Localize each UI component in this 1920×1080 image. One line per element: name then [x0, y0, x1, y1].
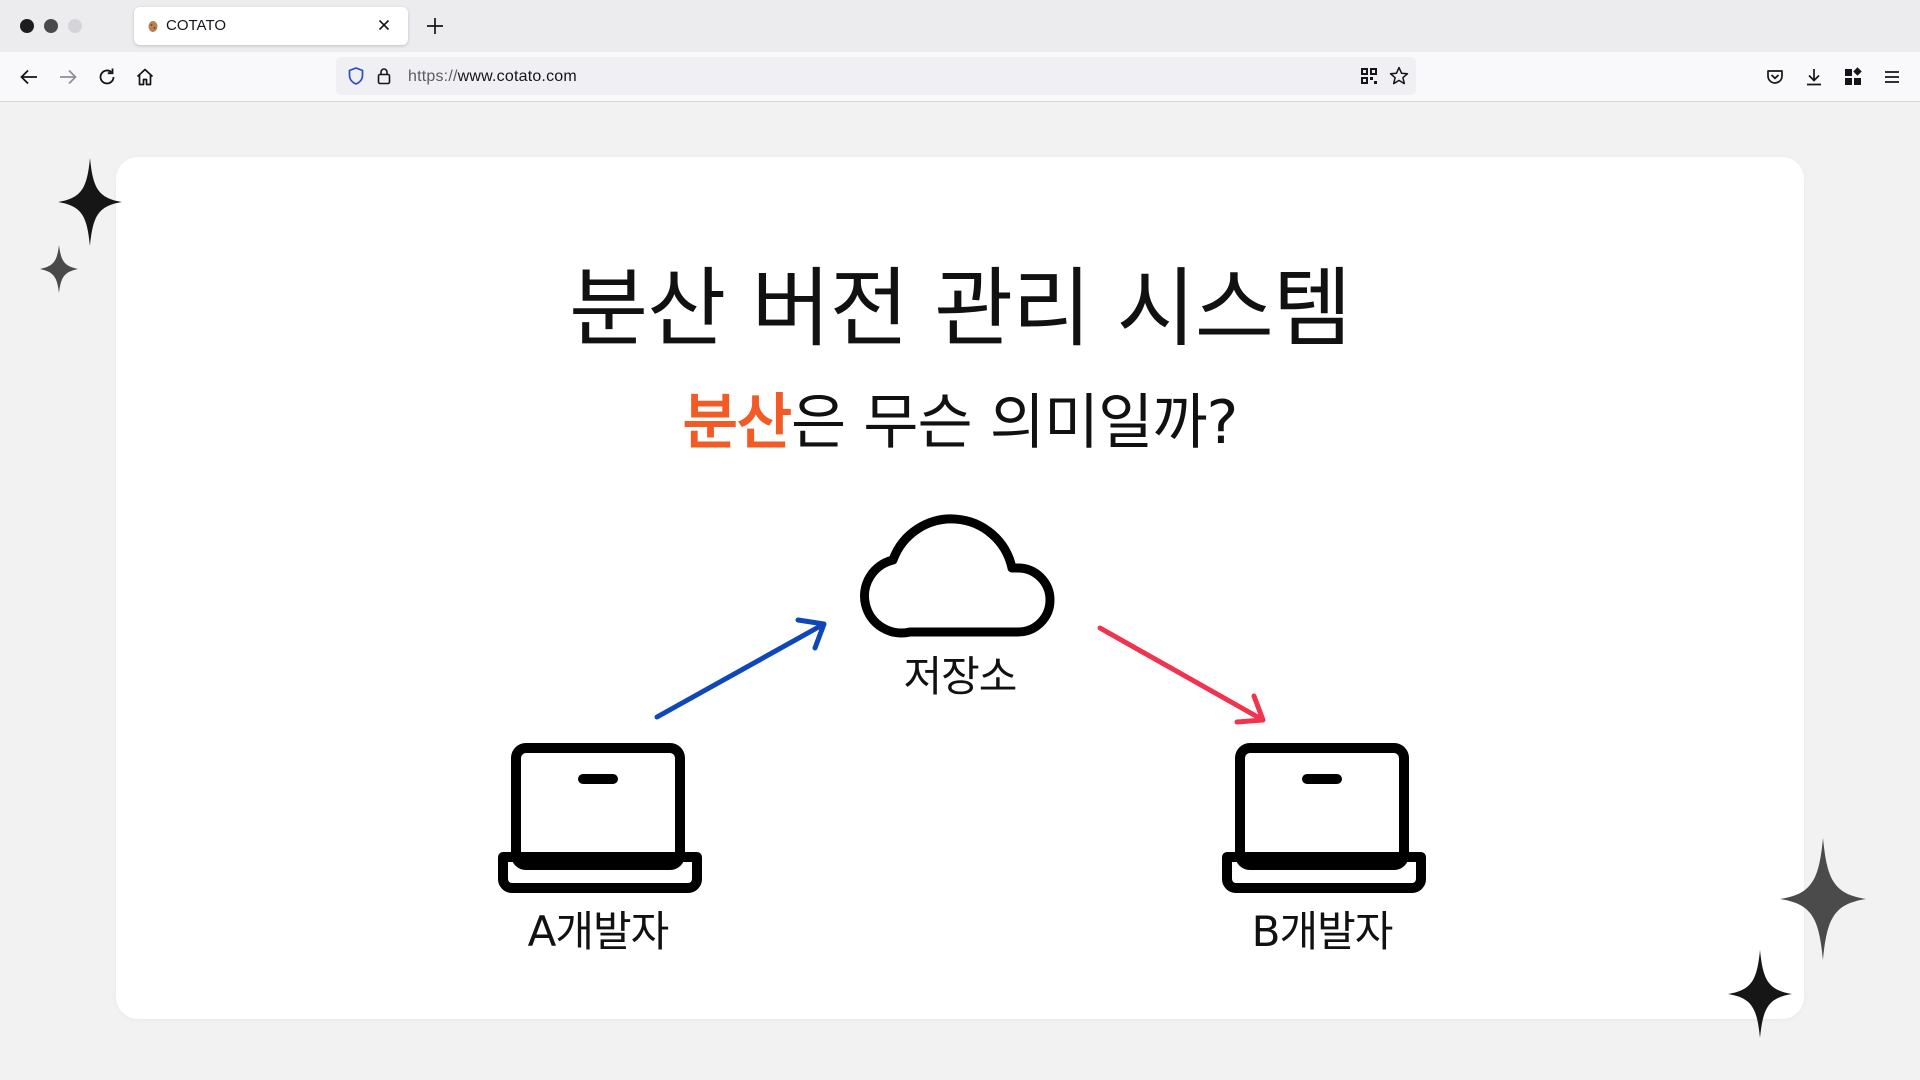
url-text: https://www.cotato.com [408, 68, 577, 86]
sparkle-icon [58, 158, 122, 246]
cloud-icon [858, 498, 1062, 644]
developer-b-label: B개발자 [1251, 907, 1394, 956]
tracking-shield-icon[interactable] [346, 66, 366, 86]
back-arrow-icon[interactable] [18, 66, 40, 88]
slide-title: 분산 버전 관리 시스템 [568, 259, 1352, 359]
download-icon[interactable] [1803, 66, 1825, 88]
sparkle-icon [40, 245, 78, 293]
address-bar[interactable]: https://www.cotato.com [336, 57, 1416, 95]
window-maximize-button[interactable] [68, 19, 82, 33]
home-icon[interactable] [134, 66, 156, 88]
laptop-icon [1222, 743, 1426, 895]
window-minimize-button[interactable] [44, 19, 58, 33]
lock-icon[interactable] [374, 66, 394, 86]
new-tab-plus-icon[interactable] [424, 15, 446, 37]
slide-subtitle: 분산은 무슨 의미일까? [0, 374, 1920, 461]
browser-tab-active[interactable]: COTATO [134, 7, 408, 45]
pull-arrow-icon [1094, 620, 1272, 732]
forward-arrow-icon[interactable] [57, 66, 79, 88]
window-close-button[interactable] [20, 19, 34, 33]
qr-code-icon[interactable] [1359, 66, 1379, 86]
browser-nav-bar: https://www.cotato.com [0, 52, 1920, 102]
sparkle-icon [1728, 950, 1792, 1038]
sparkle-icon [1780, 838, 1866, 960]
bookmark-star-icon[interactable] [1388, 65, 1410, 87]
reload-icon[interactable] [96, 66, 118, 88]
url-host: www.cotato.com [457, 68, 577, 85]
subtitle-highlight: 분산 [682, 388, 792, 458]
extensions-icon[interactable] [1842, 66, 1864, 88]
close-tab-icon[interactable] [376, 17, 392, 33]
tab-title: COTATO [166, 17, 226, 34]
laptop-icon [498, 743, 702, 895]
subtitle-rest: 은 무슨 의미일까? [791, 388, 1238, 458]
hamburger-menu-icon[interactable] [1881, 66, 1903, 88]
potato-favicon-icon [146, 19, 160, 33]
repository-label: 저장소 [903, 652, 1018, 701]
developer-a-label: A개발자 [527, 907, 670, 956]
slide-card [116, 157, 1804, 1019]
push-arrow-icon [652, 610, 834, 722]
url-protocol: https:// [408, 68, 458, 85]
pocket-icon[interactable] [1764, 66, 1786, 88]
browser-tab-bar: COTATO [0, 0, 1920, 52]
